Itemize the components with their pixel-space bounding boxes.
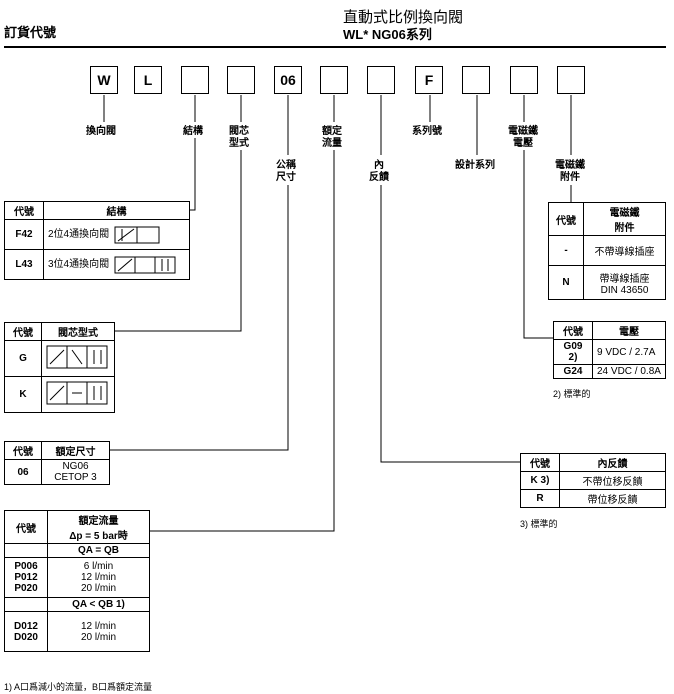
- flow-codes-1: P006 P012 P020: [4, 557, 48, 598]
- spool-k-symbol: [46, 381, 108, 405]
- feedback-code: R: [520, 489, 560, 508]
- feedback-table: 代號 內反饋 K 3) 不帶位移反饋 R 帶位移反饋: [520, 453, 666, 508]
- voltage-table: 代號 電壓 G09 2) 9 VDC / 2.7A G24 24 VDC / 0…: [553, 321, 666, 379]
- doc-subtitle: WL* NG06系列: [343, 27, 432, 42]
- feedback-footnote: 3) 標準的: [520, 519, 558, 529]
- label-flow: 額定 流量: [322, 126, 342, 149]
- col-header-voltage: 電壓: [592, 321, 666, 340]
- voltage-code: G09 2): [553, 339, 593, 365]
- code-box-11: [557, 66, 585, 94]
- label-voltage: 電磁鐵 電壓: [508, 126, 538, 149]
- feedback-code: K 3): [520, 471, 560, 490]
- code-box-6: [320, 66, 348, 94]
- code-box-8: F: [415, 66, 443, 94]
- col-header-code: 代號: [4, 322, 42, 341]
- valve-2pos-symbol: [114, 226, 160, 244]
- code-box-4: [227, 66, 255, 94]
- col-header-code: 代號: [4, 441, 42, 460]
- col-header-feedback: 內反饋: [559, 453, 666, 472]
- code-box-5: 06: [274, 66, 302, 94]
- structure-code: F42: [4, 219, 44, 250]
- col-header-flow: 額定流量 Δp = 5 bar時: [47, 510, 150, 544]
- structure-row: 3位4通換向閥: [43, 249, 190, 280]
- col-header-structure: 結構: [43, 201, 190, 220]
- code-box-10: [510, 66, 538, 94]
- col-header-spool: 閥芯型式: [41, 322, 115, 341]
- spool-row: [41, 340, 115, 377]
- spool-code: G: [4, 340, 42, 377]
- structure-desc: 3位4通換向閥: [48, 259, 110, 271]
- accessory-header-1: 電磁鐵: [609, 208, 640, 219]
- col-header-code: 代號: [548, 202, 584, 236]
- col-header-code: 代號: [4, 201, 44, 220]
- voltage-footnote: 2) 標準的: [553, 389, 591, 399]
- label-accessory: 電磁鐵 附件: [555, 160, 585, 183]
- voltage-desc: 9 VDC / 2.7A: [592, 339, 666, 365]
- structure-table: 代號 結構 F42 2位4通換向閥 L43 3位4通換向閥: [4, 201, 190, 280]
- label-valve: 換向閥: [86, 126, 116, 137]
- col-header-accessory: 電磁鐵 附件: [583, 202, 666, 236]
- accessory-code: N: [548, 265, 584, 300]
- size-desc: NG06 CETOP 3: [41, 459, 110, 485]
- col-header-code: 代號: [553, 321, 593, 340]
- code-box-9: [462, 66, 490, 94]
- flow-spacer: [4, 597, 48, 612]
- voltage-desc: 24 VDC / 0.8A: [592, 364, 666, 379]
- label-design: 設計系列: [455, 160, 495, 171]
- flow-footnote: 1) A口爲減小的流量，B口爲額定流量: [4, 682, 153, 692]
- code-box-7: [367, 66, 395, 94]
- code-box-3: [181, 66, 209, 94]
- accessory-code: -: [548, 235, 584, 266]
- flow-header-1: 額定流量: [78, 516, 119, 527]
- structure-code: L43: [4, 249, 44, 280]
- order-code-heading: 訂貨代號: [4, 25, 57, 40]
- valve-3pos-symbol: [114, 256, 176, 274]
- label-series: 系列號: [412, 126, 442, 137]
- col-header-size: 額定尺寸: [41, 441, 110, 460]
- accessory-desc: 帶導線插座 DIN 43650: [583, 265, 666, 300]
- code-box-2: L: [134, 66, 162, 94]
- col-header-code: 代號: [520, 453, 560, 472]
- structure-desc: 2位4通換向閥: [48, 229, 110, 241]
- size-code: 06: [4, 459, 42, 485]
- spool-row: [41, 376, 115, 413]
- size-desc-1: NG06: [62, 461, 89, 472]
- accessory-table: 代號 電磁鐵 附件 - 不帶導線插座 N 帶導線插座 DIN 43650: [548, 202, 666, 300]
- doc-title: 直動式比例換向閥: [343, 9, 464, 26]
- accessory-header-2: 附件: [614, 223, 635, 234]
- label-size: 公稱 尺寸: [276, 160, 296, 183]
- code-box-1: W: [90, 66, 118, 94]
- size-table: 代號 額定尺寸 06 NG06 CETOP 3: [4, 441, 110, 485]
- label-structure: 結構: [183, 126, 203, 137]
- flow-sub-2: QA < QB 1): [47, 597, 150, 612]
- feedback-desc: 帶位移反饋: [559, 489, 666, 508]
- spool-code: K: [4, 376, 42, 413]
- size-desc-2: CETOP 3: [54, 472, 97, 483]
- flow-values-2: 12 l/min 20 l/min: [47, 611, 150, 652]
- spool-g-symbol: [46, 345, 108, 369]
- structure-row: 2位4通換向閥: [43, 219, 190, 250]
- flow-values-1: 6 l/min 12 l/min 20 l/min: [47, 557, 150, 598]
- flow-codes-2: D012 D020: [4, 611, 48, 652]
- header-rule: [4, 46, 666, 48]
- label-feedback: 內 反饋: [369, 160, 389, 183]
- flow-header-2: Δp = 5 bar時: [69, 531, 128, 542]
- col-header-code: 代號: [4, 510, 48, 544]
- voltage-code: G24: [553, 364, 593, 379]
- spool-table: 代號 閥芯型式 G K: [4, 322, 115, 413]
- accessory-desc: 不帶導線插座: [583, 235, 666, 266]
- flow-sub-1: QA = QB: [47, 543, 150, 558]
- flow-spacer: [4, 543, 48, 558]
- feedback-desc: 不帶位移反饋: [559, 471, 666, 490]
- flow-table: 代號 額定流量 Δp = 5 bar時 QA = QB P006 P012 P0…: [4, 510, 150, 652]
- label-spool: 閥芯 型式: [229, 126, 249, 149]
